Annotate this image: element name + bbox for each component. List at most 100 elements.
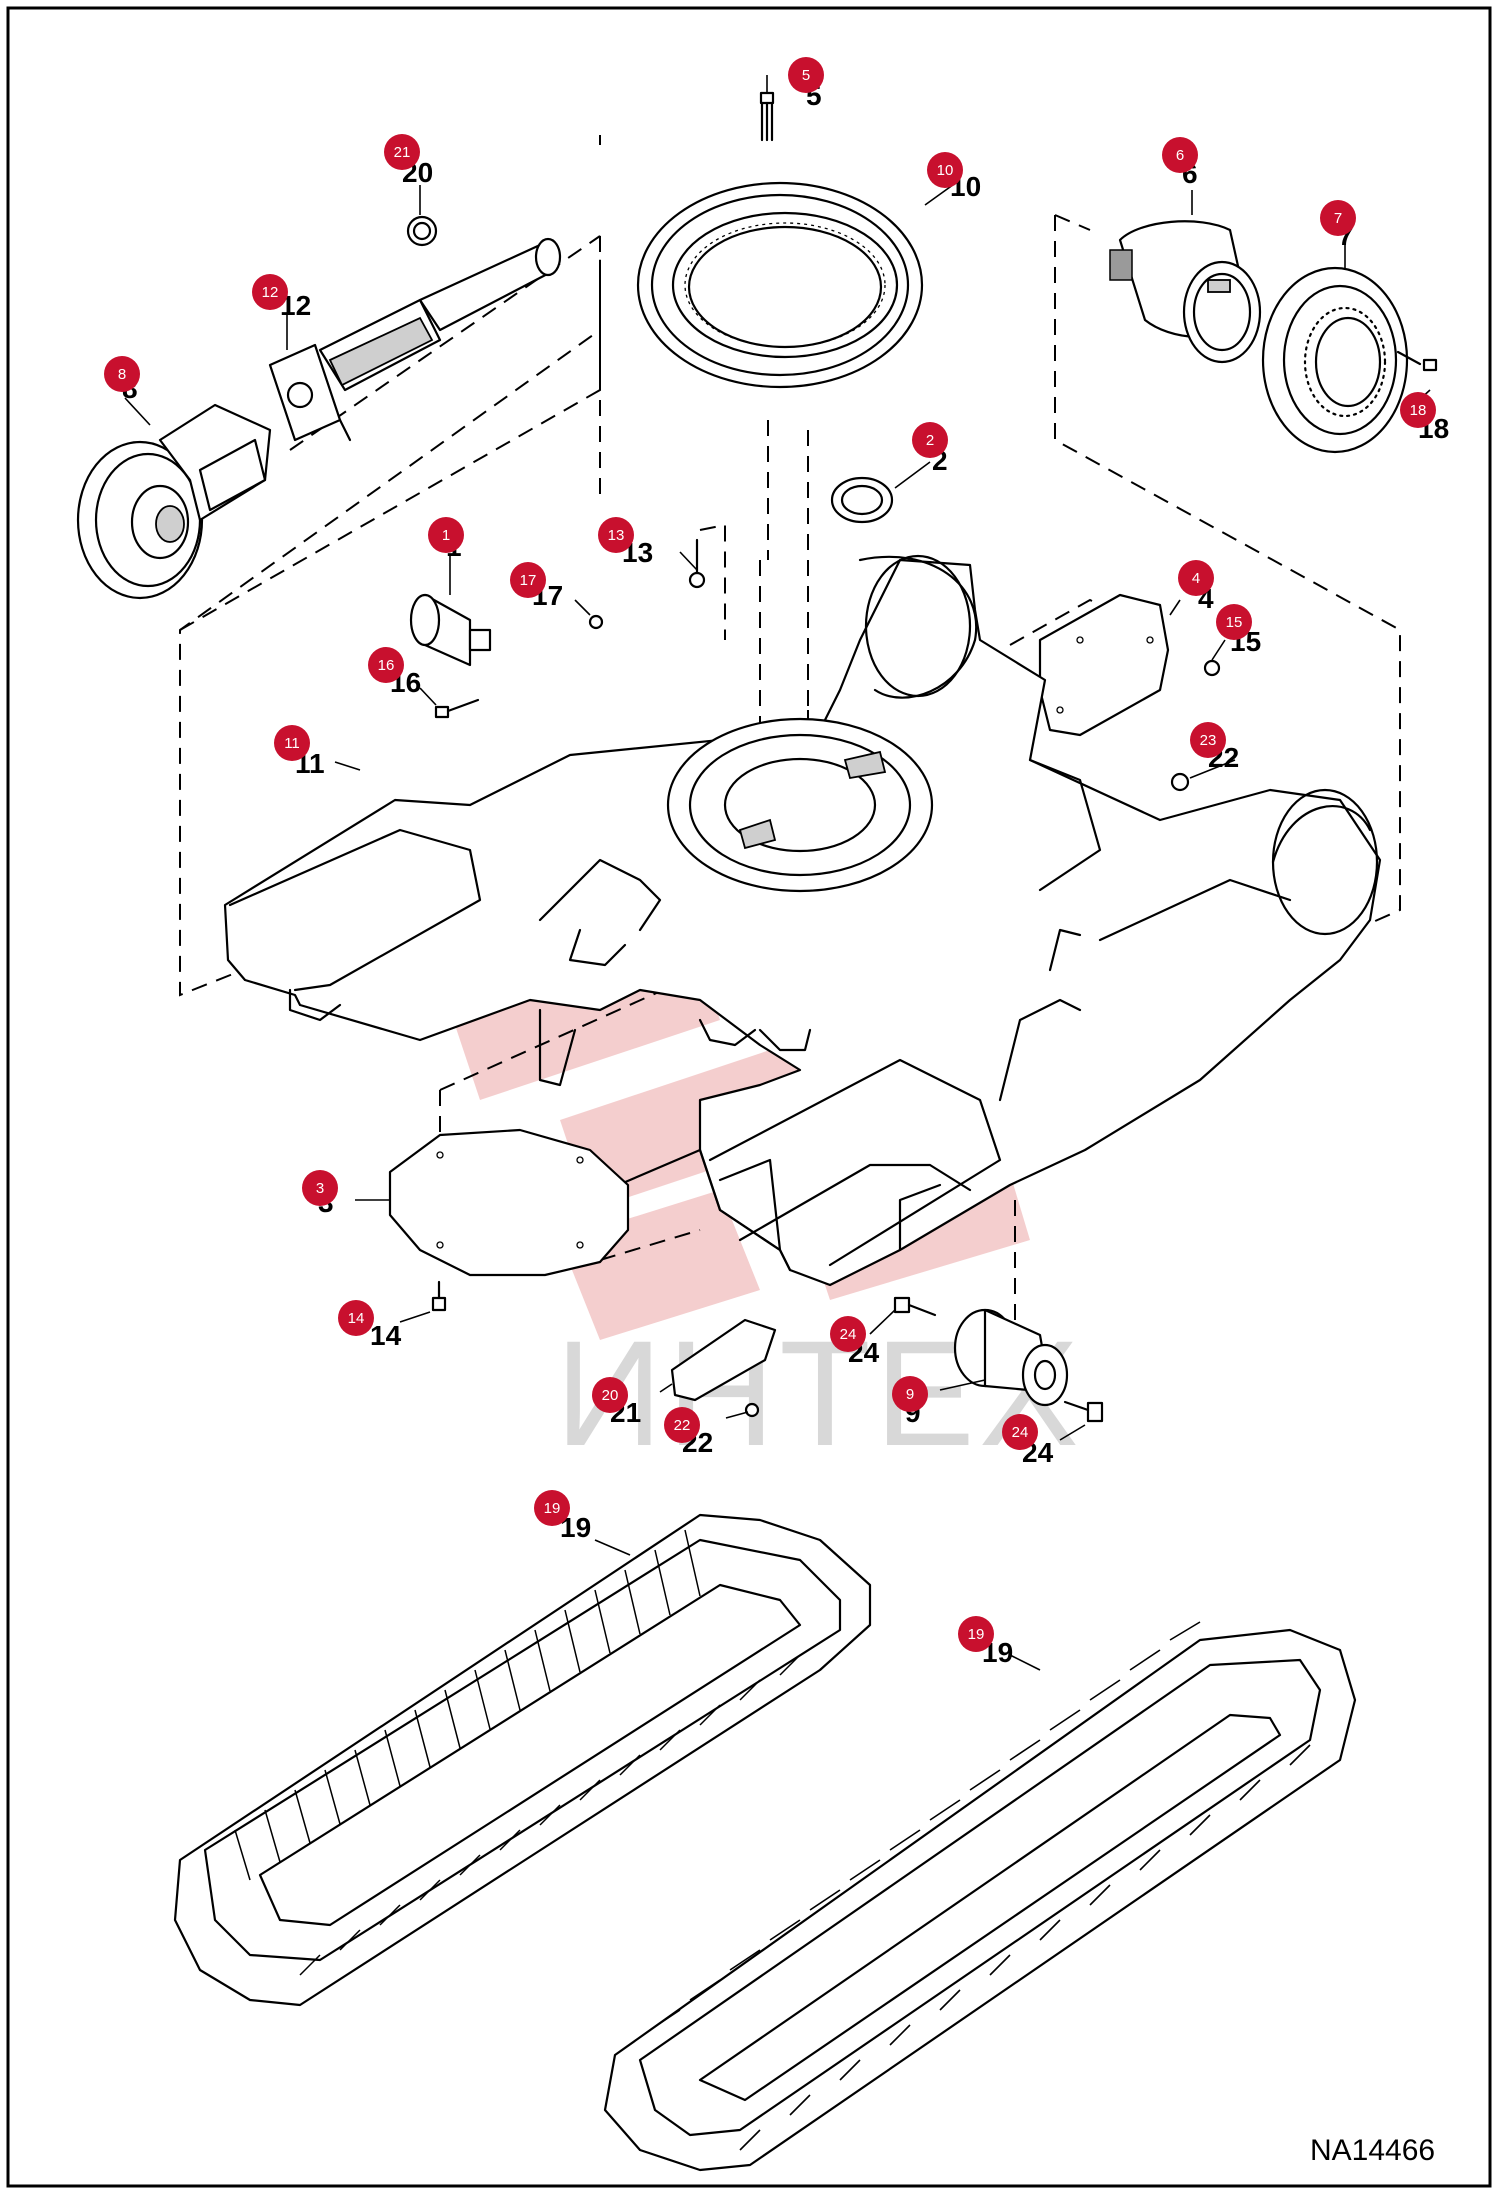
- callout-badge-6: 6: [1162, 137, 1198, 173]
- badge-number: 23: [1200, 732, 1217, 749]
- badge-circle: [338, 1300, 374, 1336]
- badge-circle: [274, 725, 310, 761]
- callout-badge-5: 5: [788, 57, 824, 93]
- pin-1: [409, 593, 492, 667]
- bolt-24-upper: [893, 1296, 937, 1317]
- bolt-24-lower: [1063, 1400, 1104, 1423]
- cover-4: [1038, 593, 1170, 737]
- bolt-14: [431, 1280, 447, 1312]
- badge-circle: [1162, 137, 1198, 173]
- callout-badge-12: 12: [252, 274, 288, 310]
- badge-circle: [912, 422, 948, 458]
- nut-17: [588, 614, 604, 630]
- badge-circle: [958, 1616, 994, 1652]
- callout-badge-1: 1: [428, 517, 464, 553]
- callout-badge-9: 9: [892, 1376, 928, 1412]
- badge-number: 4: [1192, 570, 1200, 587]
- badge-circle: [1002, 1414, 1038, 1450]
- undercarriage-frame-11: [223, 554, 1382, 1287]
- badge-number: 3: [316, 1180, 324, 1197]
- callout-badge-13: 13: [598, 517, 634, 553]
- callout-badge-4: 4: [1178, 560, 1214, 596]
- sprocket-7: [1261, 266, 1409, 454]
- badge-number: 20: [602, 1387, 619, 1404]
- bolt-22: [744, 1402, 760, 1418]
- badge-number: 15: [1226, 614, 1243, 631]
- callout-badge-18: 18: [1400, 392, 1436, 428]
- fitting-13: [688, 538, 706, 589]
- badge-circle: [104, 356, 140, 392]
- callout-badges: 1234567891011121314151617181919202122232…: [104, 57, 1436, 1652]
- leader-lines: [124, 75, 1431, 1671]
- cover-plate-3: [388, 1128, 630, 1277]
- badge-circle: [788, 57, 824, 93]
- badge-number: 13: [608, 527, 625, 544]
- callout-badge-17: 17: [510, 562, 546, 598]
- badge-circle: [598, 517, 634, 553]
- rubber-track-19: [603, 1621, 1357, 2172]
- badge-circle: [428, 517, 464, 553]
- badge-circle: [368, 647, 404, 683]
- drive-motor-6: [1109, 220, 1262, 364]
- callout-badge-21: 21: [384, 134, 420, 170]
- callout-badge-3: 3: [302, 1170, 338, 1206]
- badge-circle: [384, 134, 420, 170]
- callout-badge-19: 19: [534, 1490, 570, 1526]
- badge-number: 1: [442, 527, 450, 544]
- callout-badge-14: 14: [338, 1300, 374, 1336]
- callout-badge-23: 23: [1190, 722, 1226, 758]
- badge-circle: [1216, 604, 1252, 640]
- plate-20: [670, 1318, 777, 1402]
- badge-number: 10: [937, 162, 954, 179]
- callout-badge-2: 2: [912, 422, 948, 458]
- badge-circle: [1320, 200, 1356, 236]
- badge-circle: [1178, 560, 1214, 596]
- badge-number: 17: [520, 572, 537, 589]
- callout-badge-10: 10: [927, 152, 963, 188]
- steel-track-19: [173, 1513, 872, 2007]
- badge-number: 8: [118, 366, 126, 383]
- badge-circle: [510, 562, 546, 598]
- callout-badge-20: 20: [592, 1377, 628, 1413]
- callout-badge-15: 15: [1216, 604, 1252, 640]
- callout-badge-16: 16: [368, 647, 404, 683]
- idler-8: [76, 403, 272, 600]
- badge-number: 14: [348, 1310, 365, 1327]
- badge-number: 6: [1176, 147, 1184, 164]
- badge-number: 22: [674, 1417, 691, 1434]
- badge-circle: [1190, 722, 1226, 758]
- callout-badge-8: 8: [104, 356, 140, 392]
- badge-number: 5: [802, 67, 810, 84]
- badge-number: 18: [1410, 402, 1427, 419]
- callout-badge-7: 7: [1320, 200, 1356, 236]
- badge-circle: [592, 1377, 628, 1413]
- bolt-15: [1203, 659, 1221, 677]
- badge-circle: [302, 1170, 338, 1206]
- badge-number: 19: [544, 1500, 561, 1517]
- callout-badge-11: 11: [274, 725, 310, 761]
- seal-2: [830, 476, 894, 524]
- badge-number: 21: [394, 144, 411, 161]
- seal-21: [406, 215, 438, 247]
- badge-number: 2: [926, 432, 934, 449]
- track-roller-9: [953, 1308, 1069, 1407]
- page-border: [6, 6, 1492, 2188]
- badge-number: 11: [284, 735, 300, 752]
- badge-circle: [830, 1316, 866, 1352]
- badge-number: 9: [906, 1386, 914, 1403]
- badge-circle: [927, 152, 963, 188]
- callout-badge-19: 19: [958, 1616, 994, 1652]
- badge-number: 7: [1334, 210, 1342, 227]
- badge-number: 24: [840, 1326, 857, 1343]
- swing-bearing-10: [636, 181, 924, 389]
- badge-circle: [1400, 392, 1436, 428]
- badge-circle: [892, 1376, 928, 1412]
- bolt-23: [1170, 772, 1190, 792]
- callout-badge-24: 24: [1002, 1414, 1038, 1450]
- badge-number: 16: [378, 657, 395, 674]
- callout-badge-22: 22: [664, 1407, 700, 1443]
- badge-number: 12: [262, 284, 279, 301]
- badge-number: 24: [1012, 1424, 1029, 1441]
